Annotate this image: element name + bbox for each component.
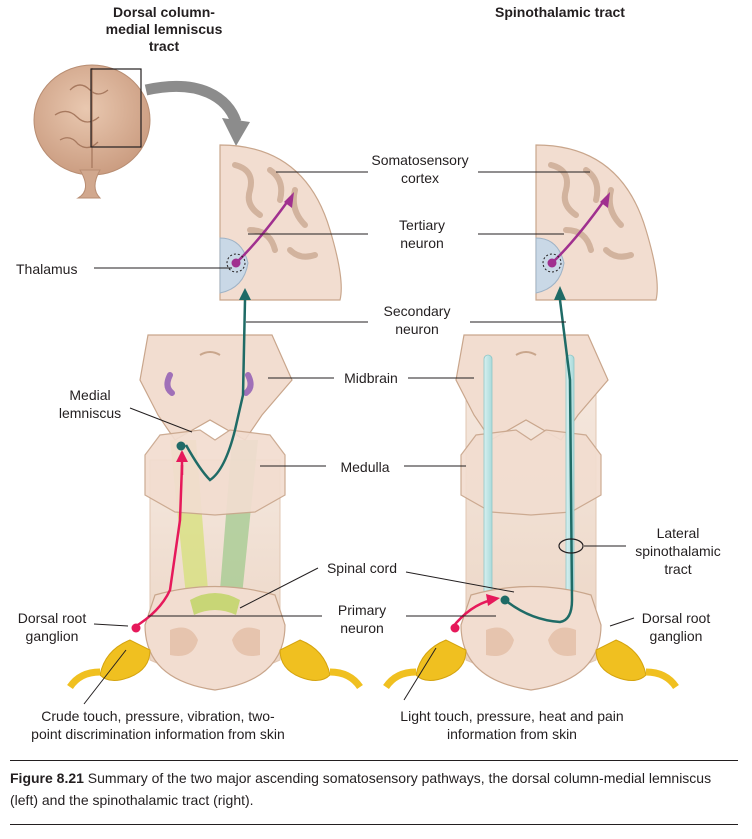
left-brainstem-cord: [67, 192, 363, 691]
spinal-cord-label: Spinal cord: [326, 560, 398, 576]
right-sensory-info-label: Light touch, pressure, heat and pain inf…: [400, 708, 624, 742]
midbrain-label: Midbrain: [344, 370, 398, 386]
arrow-icon: [222, 118, 250, 146]
leader-lines: [83, 171, 635, 705]
medulla-left: [144, 429, 286, 516]
caption-text: Summary of the two major ascending somat…: [10, 770, 712, 808]
caption-bottom-rule: [10, 824, 738, 825]
right-cortex-section: [535, 144, 658, 301]
medulla-label: Medulla: [340, 459, 390, 475]
whole-brain-illustration: [33, 64, 250, 199]
left-pathway-header: Dorsal column- medial lemniscus tract: [105, 4, 223, 54]
highlight-box: [90, 68, 142, 148]
dorsal-root-ganglion-right: [595, 639, 647, 681]
lateral-spinothalamic-tract-label: Lateral spinothalamic tract: [635, 525, 721, 577]
thalamus-label: Thalamus: [16, 261, 78, 277]
left-sensory-info-label: Crude touch, pressure, vibration, two- p…: [31, 708, 285, 742]
medial-lemniscus-label: Medial lemniscus: [58, 387, 122, 421]
tertiary-neuron-left: [235, 197, 292, 264]
medulla-right: [460, 429, 602, 516]
right-brainstem-cord: [383, 192, 679, 691]
left-cortex-section: [219, 144, 342, 301]
tertiary-neuron-label: Tertiary neuron: [399, 217, 445, 251]
secondary-neuron-label: Secondary neuron: [383, 303, 451, 337]
secondary-neuron-right: [504, 299, 574, 624]
tertiary-neuron-right: [551, 197, 608, 264]
dorsal-root-ganglion-left: [99, 639, 151, 681]
caption-top-rule: [10, 760, 738, 761]
secondary-neuron-left: [184, 299, 247, 482]
dorsal-root-ganglion-right-label: Dorsal root ganglion: [641, 610, 711, 644]
dorsal-root-ganglion-left-label: Dorsal root ganglion: [17, 610, 87, 644]
midbrain-left: [139, 334, 293, 441]
figure-number: Figure 8.21: [10, 770, 84, 786]
right-pathway-header: Spinothalamic tract: [495, 4, 625, 20]
primary-neuron-left: [132, 464, 184, 630]
spinal-cord-left: [144, 585, 286, 691]
spinothalamic-tract-left-side: [483, 354, 493, 626]
primary-neuron-label: Primary neuron: [337, 602, 387, 636]
somatosensory-cortex-label: Somatosensory cortex: [371, 152, 469, 186]
spinal-cord-right: [460, 585, 602, 691]
figure-caption: Figure 8.21 Summary of the two major asc…: [10, 767, 740, 811]
